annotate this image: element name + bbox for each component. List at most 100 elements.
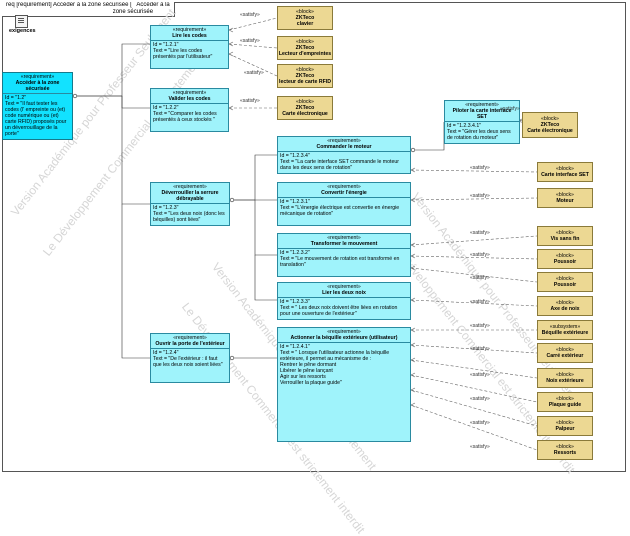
requirement-header: «requirement» Lier les deux noix xyxy=(278,283,410,298)
requirement-body: Id = "1.2.4.1" Text = " Lorsque l'utilis… xyxy=(278,343,410,387)
block-name: ZKTeco lecteur de carte RFID xyxy=(279,73,331,85)
requirement-convertir-l-energie[interactable]: «requirement» Convertir l'énergie Id = "… xyxy=(277,182,411,226)
block-plaque-guide[interactable]: «block» Plaque guide xyxy=(537,392,593,412)
block-stereotype: «block» xyxy=(556,300,574,306)
block-vis-sans-fin[interactable]: «block» Vis sans fin xyxy=(537,226,593,246)
block-name: Noix extérieure xyxy=(546,378,584,384)
satisfy-arrowhead xyxy=(410,197,416,203)
requirement-name: Déverrouiller la serrure débrayable xyxy=(161,190,219,202)
requirement-commander-le-moteur[interactable]: «requirement» Commander le moteur Id = "… xyxy=(277,136,411,174)
containment-link[interactable] xyxy=(121,96,150,109)
satisfy-arrowhead xyxy=(228,105,234,111)
requirement-header: «requirement» Commander le moteur xyxy=(278,137,410,152)
requirement-name: Transformer le mouvement xyxy=(310,241,378,247)
requirement-lier-les-deux-noix[interactable]: «requirement» Lier les deux noix Id = "1… xyxy=(277,282,411,320)
block-stereotype: «block» xyxy=(556,253,574,259)
requirement-text: Text = "Le mouvement de rotation est tra… xyxy=(280,256,400,268)
satisfy-label: «satisfy» xyxy=(500,106,520,112)
requirement-ouvrir-la-porte-de-l-exterieur[interactable]: «requirement» Ouvrir la porte de l'extér… xyxy=(150,333,230,383)
requirement-text: Text = "Gérer les deux sens de rotation … xyxy=(447,129,511,141)
containment-link[interactable] xyxy=(73,43,150,97)
requirement-valider-les-codes[interactable]: «requirement» Valider les codes Id = "1.… xyxy=(150,88,229,132)
satisfy-label: «satisfy» xyxy=(470,323,490,329)
block-poussoir[interactable]: «block» Poussoir xyxy=(537,249,593,269)
satisfy-label: «satisfy» xyxy=(470,230,490,236)
requirement-text: Text = "Lire les codes présentés par l'u… xyxy=(153,48,213,60)
requirement-name: Ouvrir la porte de l'extérieur xyxy=(155,341,225,347)
satisfy-link[interactable] xyxy=(410,299,538,307)
requirement-deverrouiller-la-serrure-debrayable[interactable]: «requirement» Déverrouiller la serrure d… xyxy=(150,182,230,226)
requirement-text: Text = "Il faut tester les codes (l' emp… xyxy=(5,101,67,137)
package-exigences[interactable]: exigences xyxy=(9,15,36,34)
stereotype-label: «requirement» xyxy=(327,138,361,144)
block-zkteco-lecteur-de-carte-rfid[interactable]: «block» ZKTeco lecteur de carte RFID xyxy=(277,64,333,88)
satisfy-arrowhead xyxy=(410,297,416,303)
requirement-header: «requirement» Valider les codes xyxy=(151,89,228,104)
satisfy-link[interactable] xyxy=(228,17,278,31)
requirement-header: «requirement» Lire les codes xyxy=(151,26,228,41)
block-zkteco-clavier[interactable]: «block» ZKTeco clavier xyxy=(277,6,333,30)
block-noix-exterieure[interactable]: «block» Noix extérieure xyxy=(537,368,593,388)
satisfy-link[interactable] xyxy=(228,43,278,49)
satisfy-link[interactable] xyxy=(410,255,538,260)
satisfy-link[interactable] xyxy=(519,119,523,125)
requirement-name: Accéder à la zone sécurisée xyxy=(15,80,60,92)
stereotype-label: «requirement» xyxy=(172,90,207,96)
satisfy-link[interactable] xyxy=(410,344,538,354)
block-bequille-exterieure[interactable]: «subsystem» Béquille extérieure xyxy=(537,320,593,340)
requirement-lire-les-codes[interactable]: «requirement» Lire les codes Id = "1.2.1… xyxy=(150,25,229,69)
block-stereotype: «block» xyxy=(296,99,314,105)
satisfy-link[interactable] xyxy=(410,374,538,403)
containment-link[interactable] xyxy=(230,154,277,201)
satisfy-link[interactable] xyxy=(410,404,538,451)
satisfy-link[interactable] xyxy=(410,389,538,427)
containment-marker xyxy=(72,93,78,99)
block-stereotype: «block» xyxy=(296,9,314,15)
block-stereotype: «block» xyxy=(556,420,574,426)
requirement-actionner-la-bequille-exterieure-utilisateur[interactable]: «requirement» Actionner la béquille exté… xyxy=(277,327,411,442)
requirement-id: Id = "1.2.3.3" xyxy=(280,299,310,305)
containment-link[interactable] xyxy=(411,122,445,151)
satisfy-link[interactable] xyxy=(410,197,538,201)
requirement-acceder-a-la-zone-securisee[interactable]: «requirement» Accéder à la zone sécurisé… xyxy=(2,72,73,140)
stereotype-label: «requirement» xyxy=(327,235,361,241)
block-palpeur[interactable]: «block» Palpeur xyxy=(537,416,593,436)
containment-link[interactable] xyxy=(121,204,150,359)
satisfy-label: «satisfy» xyxy=(244,70,264,76)
requirement-body: Id = "1.2.3" Text = "Les deux noix (donc… xyxy=(151,204,229,224)
block-stereotype: «block» xyxy=(296,67,314,73)
satisfy-arrowhead xyxy=(410,327,416,333)
containment-marker xyxy=(229,197,235,203)
containment-link[interactable] xyxy=(73,95,150,205)
block-zkteco-lecteur-d-empreintes[interactable]: «block» ZKTeco Lecteur d'empreintes xyxy=(277,36,333,60)
block-name: Carré extérieur xyxy=(546,353,584,359)
containment-link[interactable] xyxy=(254,200,277,256)
block-stereotype: «block» xyxy=(556,372,574,378)
block-carre-exterieur[interactable]: «block» Carré extérieur xyxy=(537,343,593,363)
satisfy-link[interactable] xyxy=(410,267,538,283)
satisfy-label: «satisfy» xyxy=(470,275,490,281)
block-zkteco-carte-electronique[interactable]: «block» ZKTeco Carte électronique xyxy=(277,96,333,120)
block-carte-interface-set[interactable]: «block» Carte interface SET xyxy=(537,162,593,182)
containment-link[interactable] xyxy=(254,255,277,301)
requirement-id: Id = "1.2.3.1" xyxy=(280,199,310,205)
stereotype-label: «requirement» xyxy=(173,184,207,190)
requirement-header: «requirement» Déverrouiller la serrure d… xyxy=(151,183,229,204)
satisfy-link[interactable] xyxy=(410,169,538,173)
satisfy-link[interactable] xyxy=(410,359,538,379)
containment-marker xyxy=(229,355,235,361)
block-name: Poussoir xyxy=(553,259,577,265)
block-poussoir[interactable]: «block» Poussoir xyxy=(537,272,593,292)
satisfy-link[interactable] xyxy=(410,235,538,246)
satisfy-link[interactable] xyxy=(228,53,278,77)
requirement-text: Text = "L'énergie électrique est convert… xyxy=(280,205,400,217)
block-name: Poussoir xyxy=(553,282,577,288)
block-ressorts[interactable]: «block» Ressorts xyxy=(537,440,593,460)
requirement-piloter-la-carte-interface-set[interactable]: «requirement» Piloter la carte interface… xyxy=(444,100,520,144)
requirement-transformer-le-mouvement[interactable]: «requirement» Transformer le mouvement I… xyxy=(277,233,411,277)
satisfy-arrowhead xyxy=(410,387,416,393)
block-zkteco-carte-electronique[interactable]: «block» ZKTeco Carte électronique xyxy=(522,112,578,138)
block-axe-de-noix[interactable]: «block» Axe de noix xyxy=(537,296,593,316)
block-moteur[interactable]: «block» Moteur xyxy=(537,188,593,208)
requirement-text: Text = "De l'extérieur : il faut que les… xyxy=(153,356,223,368)
